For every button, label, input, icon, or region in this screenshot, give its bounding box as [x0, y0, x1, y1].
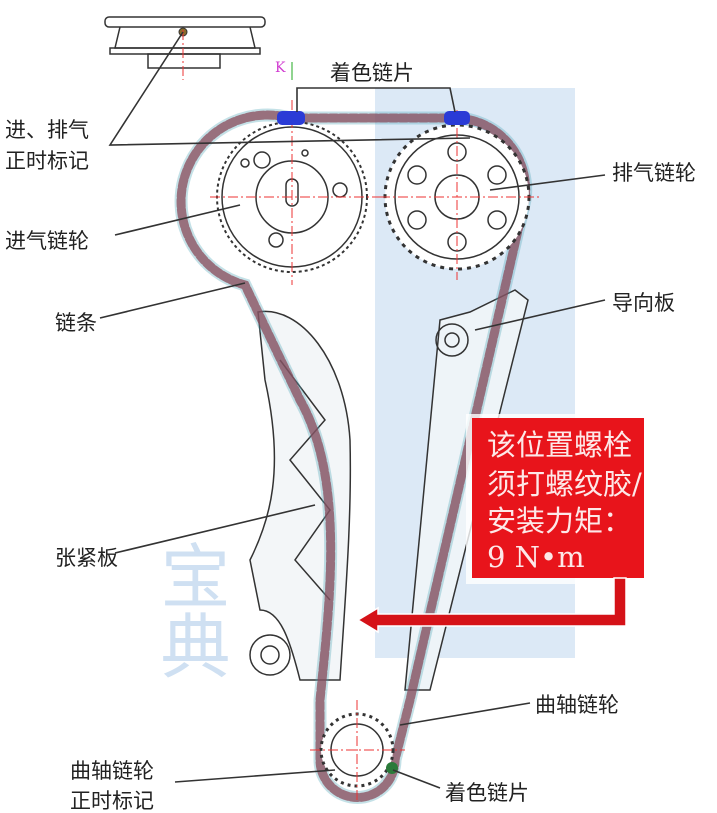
callout-line-2: 须打螺纹胶/ — [487, 467, 642, 501]
guide-bolt — [435, 323, 469, 357]
callout-line-3: 安装力矩： — [487, 504, 632, 538]
tensioner-ribs — [279, 359, 331, 601]
label-colored-link-bottom: 着色链片 — [445, 781, 529, 805]
crank-colored-link — [386, 762, 398, 774]
label-timing-mark-line1: 进、排气 — [5, 118, 89, 142]
leader-lines — [99, 31, 606, 789]
label-crank-mark-line2: 正时标记 — [70, 789, 154, 813]
watermark-text: 宝典 — [149, 540, 231, 680]
colored-link-exhaust — [444, 111, 470, 125]
label-timing-mark-line2: 正时标记 — [5, 149, 89, 173]
label-intake-sprocket: 进气链轮 — [5, 229, 89, 253]
label-crank-mark-line1: 曲轴链轮 — [70, 759, 154, 783]
tensioner-pivot — [249, 634, 291, 676]
callout-arrow — [356, 577, 627, 634]
callout-line-1: 该位置螺栓 — [487, 428, 632, 462]
colored-link-intake — [277, 111, 305, 125]
label-chain: 链条 — [55, 311, 97, 335]
intake-sprocket — [210, 100, 380, 285]
view-marker-k: K — [275, 60, 286, 76]
label-colored-link-top: 着色链片 — [330, 61, 414, 85]
exhaust-sprocket — [380, 110, 540, 280]
label-guide-plate: 导向板 — [612, 291, 675, 315]
label-exhaust-sprocket: 排气链轮 — [612, 161, 696, 185]
label-crank-sprocket: 曲轴链轮 — [535, 693, 619, 717]
crank-sprocket — [310, 700, 405, 800]
label-tensioner: 张紧板 — [55, 546, 118, 570]
torque-callout: 该位置螺栓 须打螺纹胶/ 安装力矩： 9 N•m — [356, 414, 648, 634]
callout-line-4: 9 N•m — [487, 540, 585, 574]
camshaft-side-view — [104, 16, 266, 80]
tensioner-plate — [249, 310, 352, 681]
